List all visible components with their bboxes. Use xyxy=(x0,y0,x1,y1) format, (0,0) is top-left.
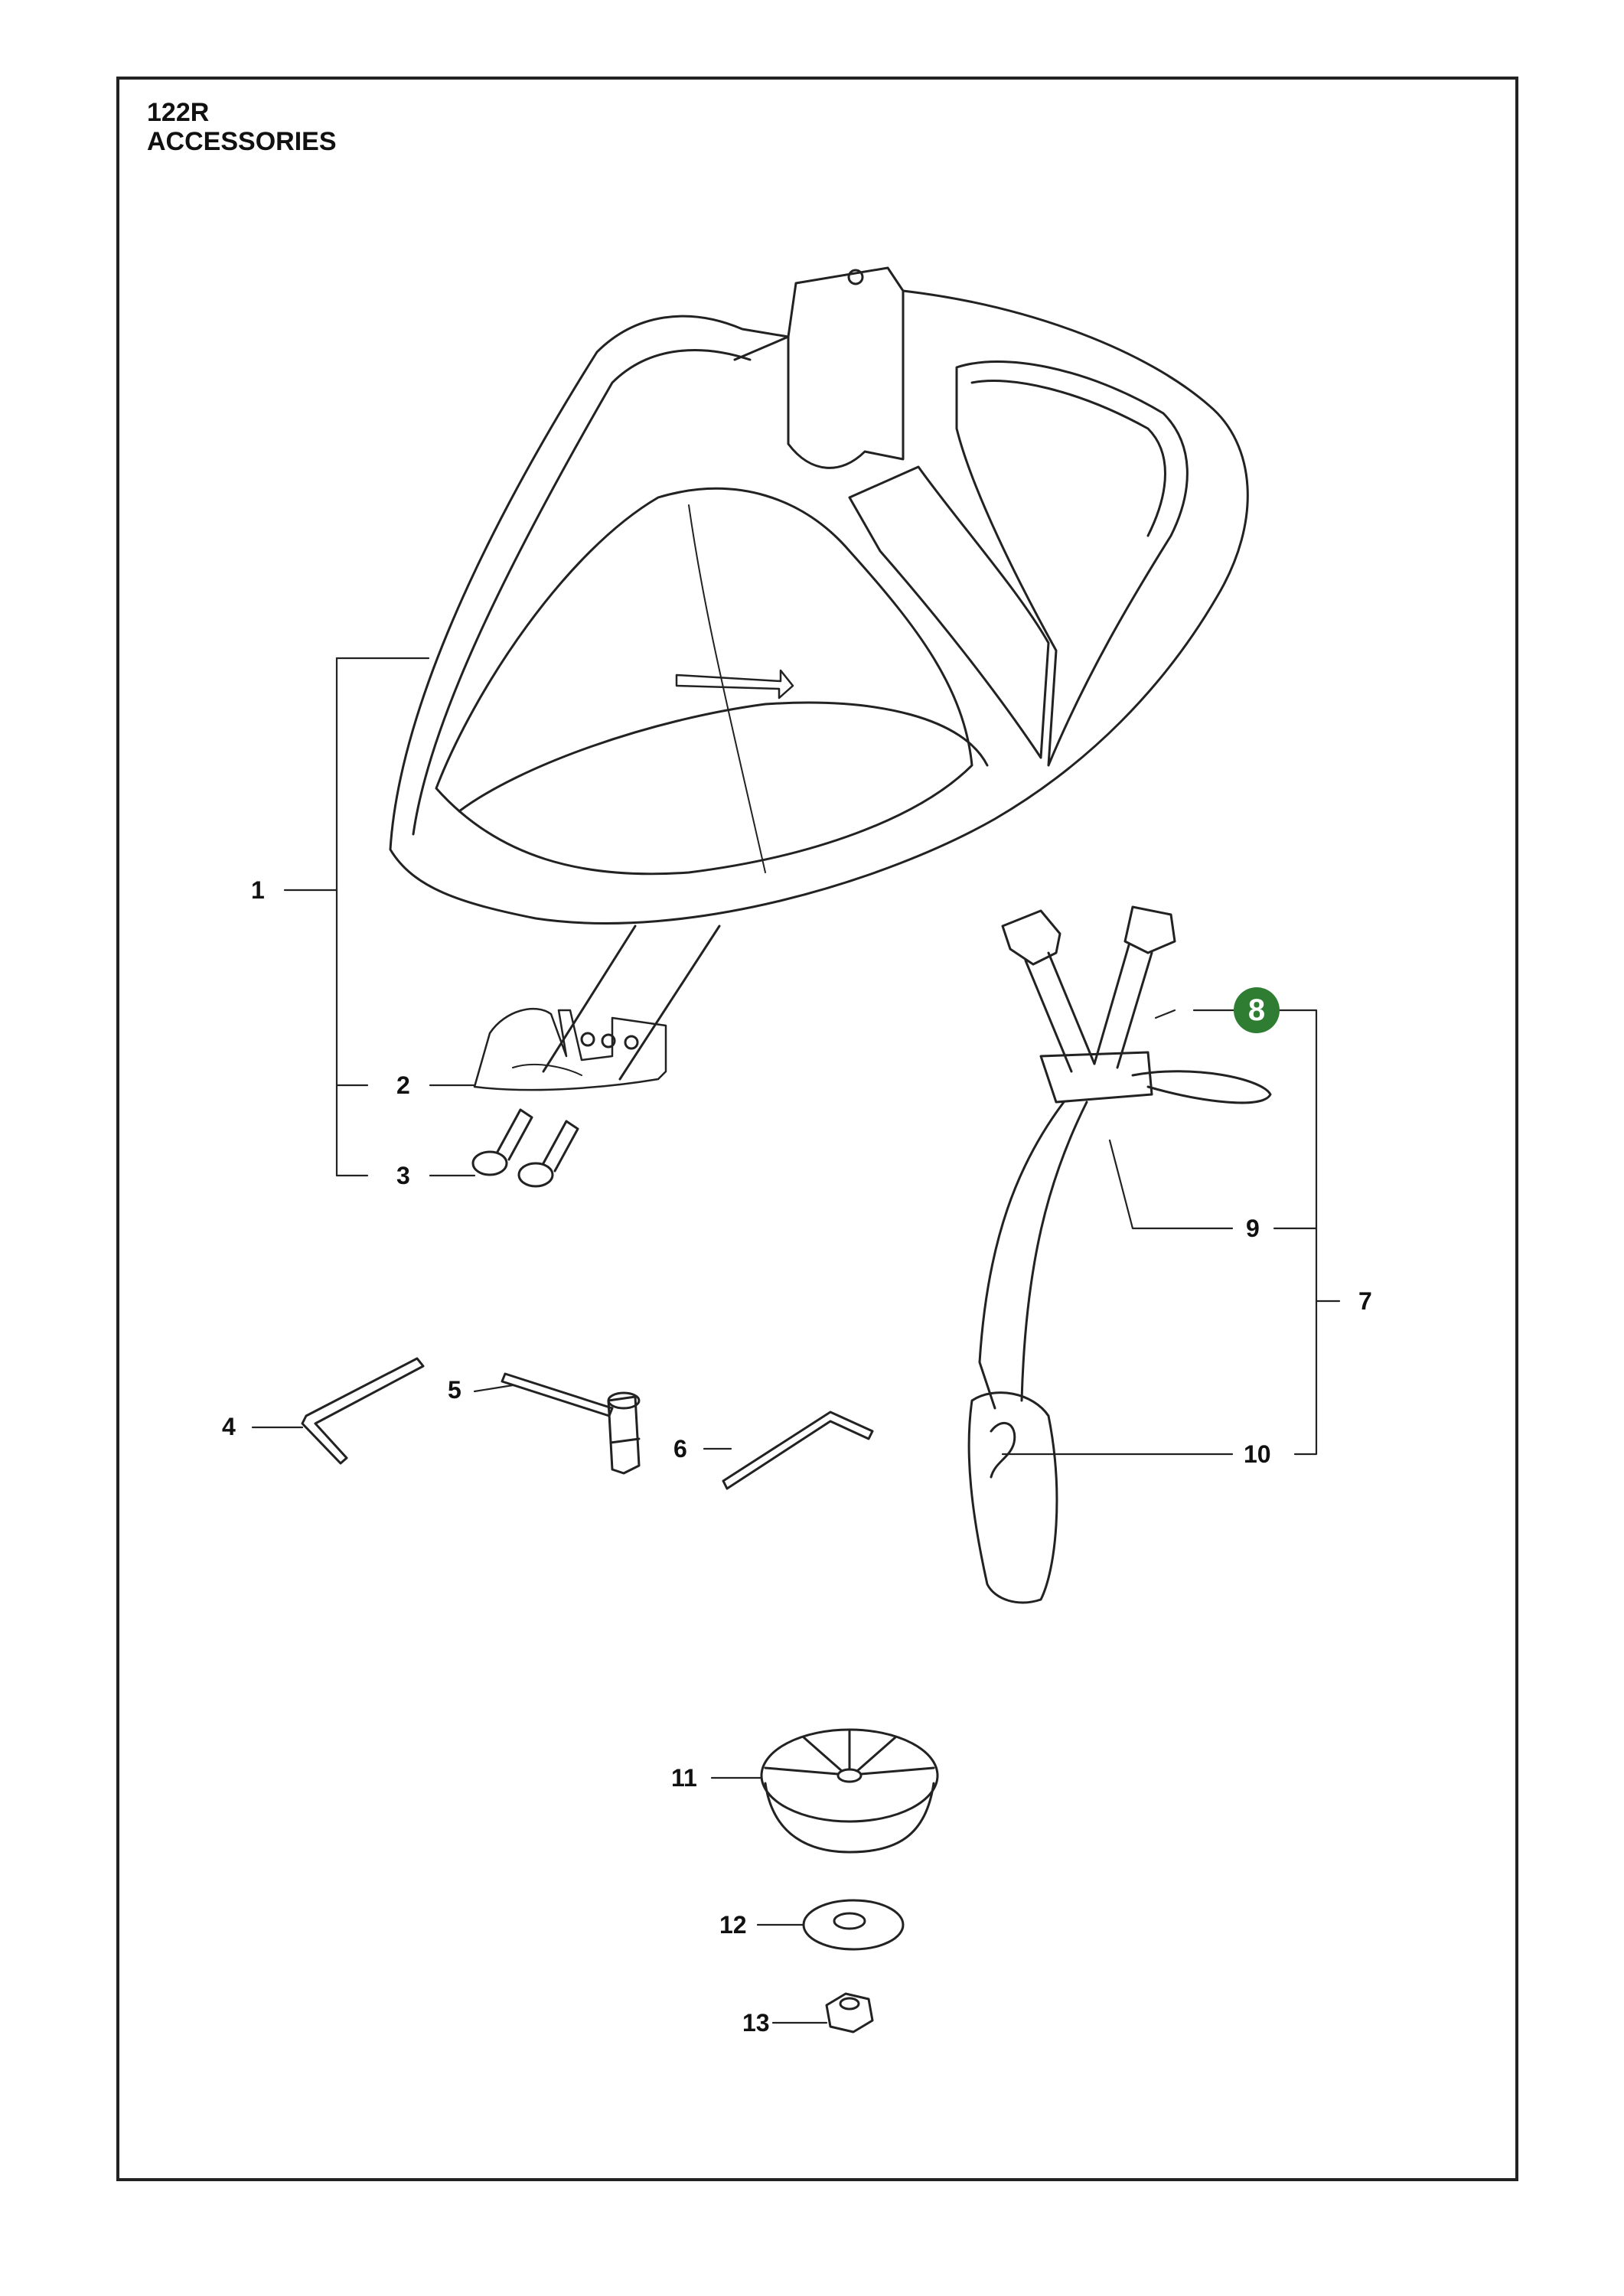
hex-key-long xyxy=(301,1357,425,1465)
screws xyxy=(471,1108,579,1188)
part-number-6[interactable]: 6 xyxy=(673,1435,687,1463)
model-name: 122R xyxy=(147,98,210,127)
nut xyxy=(825,1992,874,2033)
part-number-11[interactable]: 11 xyxy=(671,1764,697,1792)
part-number-5[interactable]: 5 xyxy=(448,1376,461,1404)
bump-cup xyxy=(760,1728,939,1854)
part-number-10[interactable]: 10 xyxy=(1244,1440,1271,1468)
socket-wrench xyxy=(501,1372,641,1475)
harness xyxy=(967,905,1272,1604)
part-number-7[interactable]: 7 xyxy=(1358,1287,1372,1315)
trimmer-guard xyxy=(389,266,1249,925)
part-number-2[interactable]: 2 xyxy=(396,1071,410,1099)
section-name: ACCESSORIES xyxy=(147,127,337,156)
part-number-9[interactable]: 9 xyxy=(1246,1215,1260,1242)
part-number-13[interactable]: 13 xyxy=(742,2009,770,2037)
hex-key-short xyxy=(722,1411,874,1490)
part-number-4[interactable]: 4 xyxy=(222,1413,236,1440)
drawing-frame xyxy=(116,77,1518,2181)
part-number-8-highlight[interactable]: 8 xyxy=(1234,987,1280,1033)
part-number-3[interactable]: 3 xyxy=(396,1162,410,1189)
part-number-12[interactable]: 12 xyxy=(719,1911,747,1939)
title-block: 122R ACCESSORIES xyxy=(147,98,337,156)
part-number-1[interactable]: 1 xyxy=(251,876,265,904)
guard-bracket xyxy=(473,925,721,1091)
washer xyxy=(802,1899,905,1951)
leader-lines xyxy=(251,657,1341,2024)
